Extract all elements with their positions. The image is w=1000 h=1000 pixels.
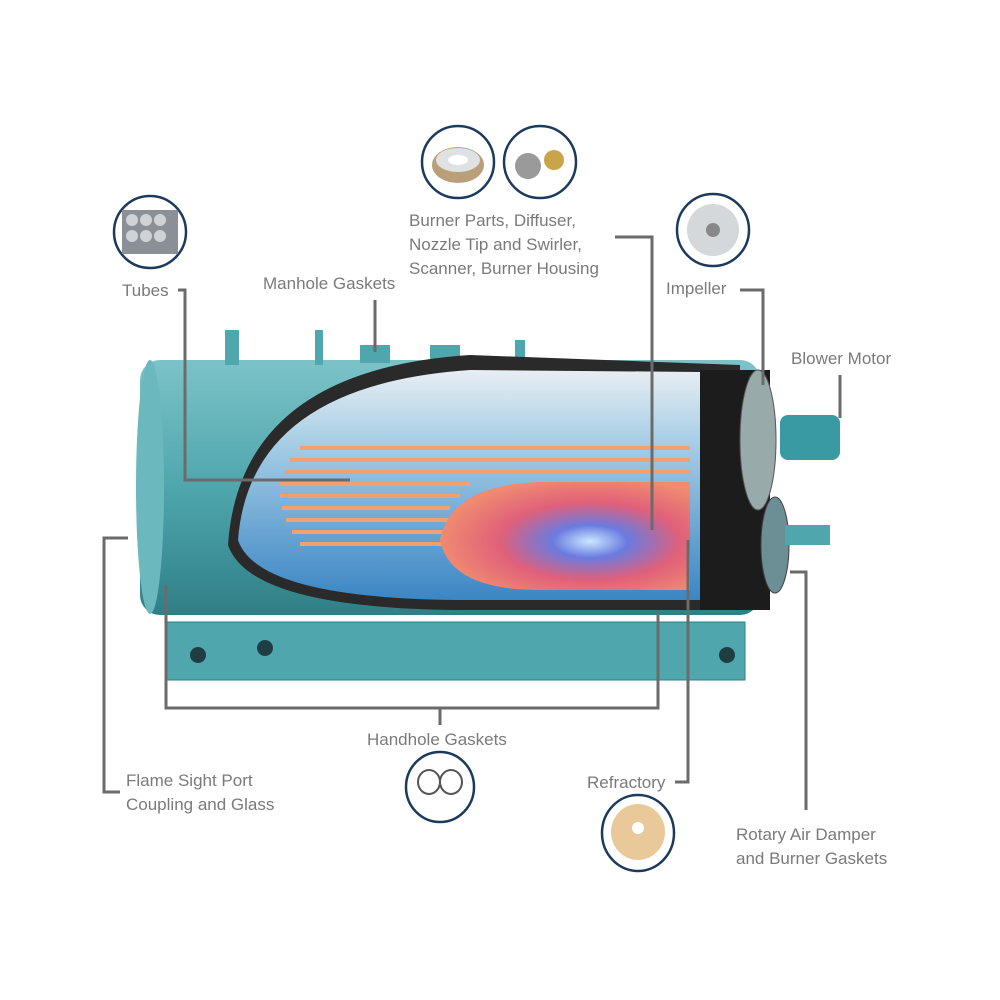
leader-refractory xyxy=(675,540,690,784)
label-burner-line-2: Nozzle Tip and Swirler, xyxy=(409,235,582,254)
label-manhole-gaskets: Manhole Gaskets xyxy=(263,274,396,293)
label-tubes: Tubes xyxy=(122,281,169,300)
leader-handhole xyxy=(164,585,660,710)
label-refractory: Refractory xyxy=(587,773,666,792)
boiler-shell xyxy=(136,330,840,615)
label-burner-line-1: Burner Parts, Diffuser, xyxy=(409,211,576,230)
label-rotary-air-damper: Rotary Air Damper and Burner Gaskets xyxy=(736,823,887,871)
label-flame-line-1: Flame Sight Port xyxy=(126,771,253,790)
label-flame-sight-port: Flame Sight Port Coupling and Glass xyxy=(126,769,274,817)
base-frame xyxy=(164,621,746,681)
leader-flame xyxy=(102,536,128,794)
label-handhole-gaskets: Handhole Gaskets xyxy=(367,730,507,749)
label-flame-line-2: Coupling and Glass xyxy=(126,795,275,814)
label-blower-motor: Blower Motor xyxy=(791,349,892,368)
leader-rotary xyxy=(790,570,808,810)
leader-tubes xyxy=(178,288,350,482)
leader-burner xyxy=(615,235,654,530)
label-burner-line-3: Scanner, Burner Housing xyxy=(409,259,599,278)
label-rotary-line-2: and Burner Gaskets xyxy=(736,849,888,868)
leader-lines xyxy=(102,235,842,810)
label-rotary-line-1: Rotary Air Damper xyxy=(736,825,876,844)
label-impeller: Impeller xyxy=(666,279,727,298)
leader-impeller xyxy=(740,288,765,385)
label-burner-parts: Burner Parts, Diffuser, Nozzle Tip and S… xyxy=(409,209,599,281)
